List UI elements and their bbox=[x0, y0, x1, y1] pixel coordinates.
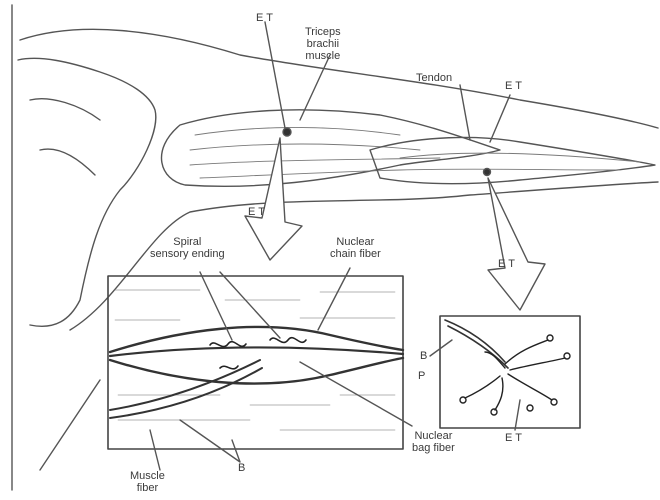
leader-muscle-fiber bbox=[150, 430, 160, 470]
arrow-to-golgi bbox=[488, 178, 545, 310]
spindle-site bbox=[283, 128, 291, 136]
label-et-top-left: E T bbox=[256, 12, 273, 24]
leader-b-left bbox=[180, 420, 240, 462]
label-nuclear-chain-line2: chain fiber bbox=[330, 248, 381, 260]
label-et-top-right: E T bbox=[505, 80, 522, 92]
label-nuclear-bag-line1: Nuclear bbox=[412, 430, 455, 442]
label-nuclear-chain-line1: Nuclear bbox=[330, 236, 381, 248]
label-triceps: Triceps brachii muscle bbox=[305, 26, 341, 62]
bag-fiber bbox=[110, 347, 403, 356]
leader-bag bbox=[300, 362, 412, 426]
muscle-striations bbox=[190, 128, 440, 179]
tendon-shape bbox=[370, 137, 655, 183]
label-p-right: P bbox=[418, 370, 425, 382]
label-triceps-line3: muscle bbox=[305, 50, 341, 62]
label-spiral: Spiral sensory ending bbox=[150, 236, 225, 260]
golgi-site bbox=[484, 169, 491, 176]
label-et-arrow-left: E T bbox=[248, 206, 265, 218]
leader-chain bbox=[318, 268, 350, 330]
leader-et-right bbox=[490, 95, 510, 142]
outer-pointer bbox=[40, 380, 100, 470]
label-muscle-fiber-line1: Muscle bbox=[130, 470, 165, 482]
label-tendon: Tendon bbox=[416, 72, 452, 84]
label-muscle-fiber: Muscle fiber bbox=[130, 470, 165, 494]
golgi-endings bbox=[460, 335, 570, 415]
leader-tendon bbox=[460, 85, 470, 140]
label-spiral-line1: Spiral bbox=[150, 236, 225, 248]
label-triceps-line1: Triceps bbox=[305, 26, 341, 38]
spiral-endings bbox=[210, 338, 306, 369]
label-triceps-line2: brachii bbox=[305, 38, 341, 50]
leader-b-right bbox=[430, 340, 452, 356]
label-spiral-line2: sensory ending bbox=[150, 248, 225, 260]
label-et-arrow-right: E T bbox=[498, 258, 515, 270]
leader-et-bottom bbox=[515, 400, 520, 430]
label-nuclear-chain: Nuclear chain fiber bbox=[330, 236, 381, 260]
label-et-bottom-right: E T bbox=[505, 432, 522, 444]
label-muscle-fiber-line2: fiber bbox=[130, 482, 165, 494]
label-nuclear-bag-line2: bag fiber bbox=[412, 442, 455, 454]
forearm-inner bbox=[30, 99, 100, 175]
label-nuclear-bag: Nuclear bag fiber bbox=[412, 430, 455, 454]
spindle-afferent bbox=[110, 360, 262, 418]
arrow-to-spindle bbox=[245, 138, 302, 260]
label-b-left: B bbox=[238, 462, 245, 474]
leader-et-left bbox=[265, 22, 285, 128]
label-b-right: B bbox=[420, 350, 427, 362]
spindle-capsule bbox=[110, 327, 403, 384]
